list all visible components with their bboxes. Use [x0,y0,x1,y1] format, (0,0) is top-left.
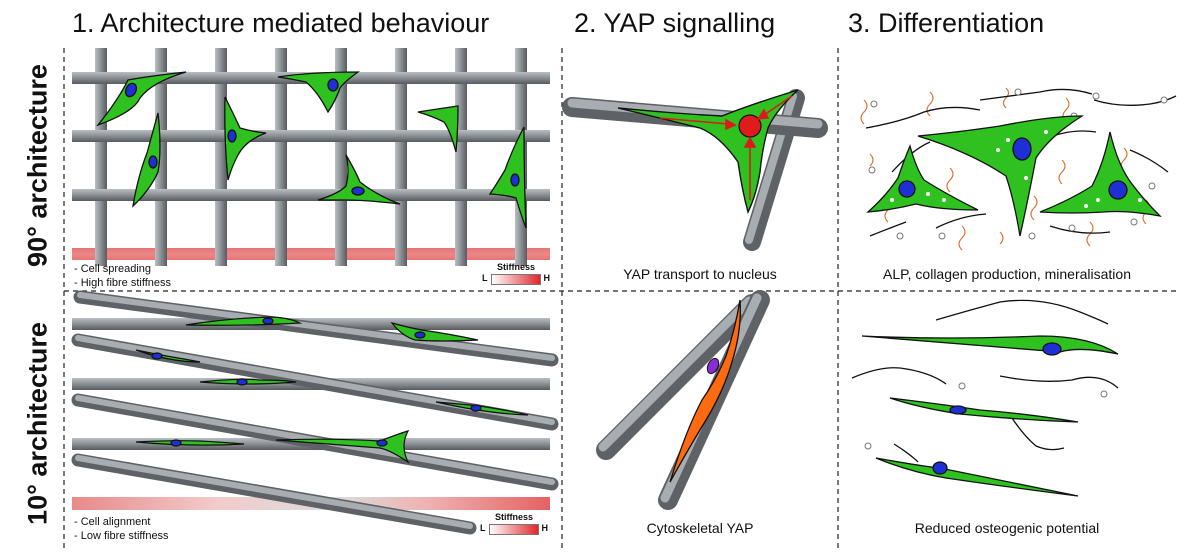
cell [488,126,527,229]
notes-90: - Cell spreading - High fibre stiffness [74,262,171,290]
cell [917,115,1085,237]
cell [224,96,267,181]
column-title-differentiation: 3. Differentiation [848,8,1045,38]
column-title-yap: 2. YAP signalling [574,8,776,38]
note-line: - Cell alignment [74,516,151,528]
cell [135,440,245,446]
cell [861,335,1119,355]
nucleus [949,405,967,415]
cell [866,144,979,213]
nucleus [414,331,426,339]
cell [1039,131,1162,217]
elongated-cells [861,335,1119,497]
legend-low: L [480,523,486,533]
cell [96,71,187,127]
yap-nucleus-purple [706,357,720,375]
legend-title: Stiffness [494,512,533,522]
legend-gradient [491,274,541,285]
nucleus [932,461,948,475]
panel-dividers [63,48,1176,548]
aligned-cells-10 [135,316,529,464]
spread-cells-90 [96,71,527,229]
transport-arrows [659,95,793,200]
yap-transport-panel [562,89,828,251]
differentiation-bottom-panel [851,299,1119,497]
note-line: - High fibre stiffness [74,277,172,289]
legend-gradient [489,524,539,535]
nucleus [170,439,182,447]
cytoskeletal-yap-panel [596,290,770,510]
vertical-fibres [95,48,527,266]
row-label-90: 90° architecture [22,64,53,267]
stiffness-legend-10: Stiffness L H [480,512,549,535]
row-label-10: 10° architecture [22,322,53,525]
caption-alp: ALP, collagen production, mineralisation [882,266,1131,282]
nucleus [470,404,482,412]
nucleus [327,78,339,92]
nucleus [227,129,237,143]
stiffness-legend-90: Stiffness L H [482,262,551,285]
alp-vesicles [890,130,1142,208]
yap-cell-elongated [669,299,741,483]
cell [317,154,401,205]
nucleus [1012,137,1032,161]
notes-10: - Cell alignment - Low fibre stiffness [74,515,169,543]
nucleus [510,173,520,187]
cell [889,397,1079,423]
legend-low: L [482,273,488,283]
caption-reduced-osteogenic: Reduced osteogenic potential [914,520,1100,536]
nucleus [351,186,365,196]
osteoblast-cells [866,115,1162,237]
black-fibres [865,88,1177,237]
note-line: - Cell spreading [74,263,152,275]
legend-high: H [543,273,551,283]
cell [132,112,161,208]
column-title-architecture: 1. Architecture mediated behaviour [72,8,490,38]
nucleus [262,317,274,325]
caption-cytoskeletal-yap: Cytoskeletal YAP [646,520,754,536]
grid-90-panel [72,48,550,266]
nucleus [898,180,916,198]
nucleus [1042,342,1062,356]
cell [417,105,459,153]
hydroxyapatite-particles [868,88,1168,240]
nucleus [148,155,158,169]
cell [875,443,1079,497]
nucleus [376,439,388,447]
aligned-10-panel [71,290,559,535]
cell [390,321,479,342]
legend-high: H [541,523,549,533]
black-fibres [851,299,1119,451]
stiffness-gradient-bar-90 [72,248,550,260]
note-line: - Low fibre stiffness [74,530,169,542]
differentiation-top-panel [860,87,1177,251]
nucleus [1108,180,1128,200]
nucleus [124,82,138,98]
nucleus [236,378,248,386]
legend-title: Stiffness [496,262,535,272]
caption-yap-transport: YAP transport to nucleus [623,266,777,282]
nucleus [151,352,163,360]
